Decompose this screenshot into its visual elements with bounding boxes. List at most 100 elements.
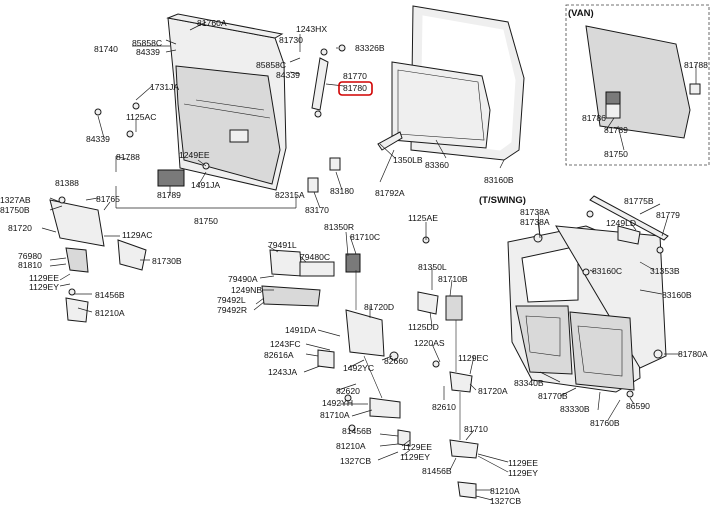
part-label[interactable]: 83326B	[355, 43, 385, 53]
part-label[interactable]: 81770B	[538, 391, 568, 401]
part-label[interactable]: 81760A	[197, 18, 227, 28]
part-label[interactable]: 83360	[425, 160, 449, 170]
part-label[interactable]: 81760B	[590, 418, 620, 428]
part-label[interactable]: 81710	[464, 424, 488, 434]
part-label[interactable]: 81730B	[152, 256, 182, 266]
part-label[interactable]: 81710C	[350, 232, 380, 242]
part-label[interactable]: 1243HX	[296, 24, 327, 34]
part-label[interactable]: 81750B	[0, 205, 30, 215]
part-label[interactable]: 1731JA	[150, 82, 179, 92]
part-label[interactable]: 1249LD	[606, 218, 636, 228]
part-label[interactable]: 84339	[86, 134, 110, 144]
part-label[interactable]: 83330B	[560, 404, 590, 414]
part-label[interactable]: 1129EY	[508, 468, 538, 478]
part-label[interactable]: 81810	[18, 260, 42, 270]
part-label[interactable]: 81765	[96, 194, 120, 204]
part-label[interactable]: 82616A	[264, 350, 294, 360]
part-label[interactable]: 81788	[116, 152, 140, 162]
part-label[interactable]: 1491DA	[285, 325, 316, 335]
part-label[interactable]: 1327CB	[340, 456, 371, 466]
part-label[interactable]: 1249NB	[231, 285, 262, 295]
swing-section-label: (T/SWING)	[479, 195, 526, 206]
part-label[interactable]: 81738A	[520, 207, 550, 217]
part-label[interactable]: 81350L	[418, 262, 447, 272]
part-label[interactable]: 81720D	[364, 302, 394, 312]
part-label[interactable]: 76980	[18, 251, 42, 261]
part-label[interactable]: 81210A	[490, 486, 520, 496]
part-label[interactable]: 31353B	[650, 266, 680, 276]
part-label[interactable]: 83340B	[514, 378, 544, 388]
part-label[interactable]: 1129EY	[29, 282, 59, 292]
part-label[interactable]: 81789	[604, 125, 628, 135]
part-label[interactable]: 81780	[343, 83, 367, 93]
part-label[interactable]: 79492L	[217, 295, 246, 305]
part-label[interactable]: 1491JA	[191, 180, 220, 190]
part-label[interactable]: 79491L	[268, 240, 297, 250]
part-label[interactable]: 81770	[343, 71, 367, 81]
part-label[interactable]: 1492YC	[343, 363, 374, 373]
part-label[interactable]: 79492R	[217, 305, 247, 315]
part-label[interactable]: 81738A	[520, 217, 550, 227]
part-label[interactable]: 81710A	[320, 410, 350, 420]
part-label[interactable]: 81779	[656, 210, 680, 220]
part-label[interactable]: 1125AC	[126, 112, 156, 122]
part-label[interactable]: 1327AB	[0, 195, 31, 205]
part-label[interactable]: 81750	[604, 149, 628, 159]
part-label[interactable]: 81456B	[342, 426, 372, 436]
part-label[interactable]: 1243JA	[268, 367, 297, 377]
part-label[interactable]: 81456B	[422, 466, 452, 476]
van-section-label: (VAN)	[568, 8, 594, 19]
part-label[interactable]: 1129AC	[122, 230, 152, 240]
part-label[interactable]: 1129EE	[402, 442, 432, 452]
part-label[interactable]: 81210A	[336, 441, 366, 451]
part-label[interactable]: 82620	[336, 386, 360, 396]
leader-lines	[41, 21, 697, 501]
part-label[interactable]: 82660	[384, 356, 408, 366]
part-label[interactable]: 86590	[626, 401, 650, 411]
part-number-labels: 81760A 81740 85858C 84339 1243HX 81730 8…	[0, 18, 708, 506]
part-label[interactable]: 84339	[276, 70, 300, 80]
part-label[interactable]: 82315A	[275, 190, 305, 200]
part-label[interactable]: 83160B	[484, 175, 514, 185]
part-label[interactable]: 81710B	[438, 274, 468, 284]
part-label[interactable]: 85858C	[132, 38, 162, 48]
part-label[interactable]: 81792A	[375, 188, 405, 198]
part-label[interactable]: 83160B	[662, 290, 692, 300]
part-label[interactable]: 1129EY	[400, 452, 430, 462]
part-label[interactable]: 79480C	[300, 252, 330, 262]
highlighted-part-marker	[338, 81, 373, 96]
part-label[interactable]: 85858C	[256, 60, 286, 70]
part-label[interactable]: 84339	[136, 47, 160, 57]
part-label[interactable]: 1350LB	[393, 155, 423, 165]
part-label[interactable]: 1129EE	[508, 458, 538, 468]
part-label[interactable]: 82610	[432, 402, 456, 412]
part-label[interactable]: 1125DD	[408, 322, 439, 332]
part-label[interactable]: 81740	[94, 44, 118, 54]
part-label[interactable]: 81350R	[324, 222, 354, 232]
part-label[interactable]: 81750	[194, 216, 218, 226]
part-label[interactable]: 1243FC	[270, 339, 301, 349]
part-label[interactable]: 83160C	[592, 266, 622, 276]
part-label[interactable]: 83180	[330, 186, 354, 196]
part-label[interactable]: 83170	[305, 205, 329, 215]
swing-doors	[507, 195, 669, 398]
part-label[interactable]: 81789	[157, 190, 181, 200]
part-label[interactable]: 1327CB	[490, 496, 521, 506]
part-label[interactable]: 1125AE	[408, 213, 438, 223]
part-label[interactable]: 1129EC	[458, 353, 488, 363]
part-label[interactable]: 1249EE	[179, 150, 210, 160]
part-label[interactable]: 81775B	[624, 196, 654, 206]
part-label[interactable]: 81730	[279, 35, 303, 45]
part-label[interactable]: 79490A	[228, 274, 258, 284]
part-label[interactable]: 81786	[582, 113, 606, 123]
part-label[interactable]: 81788	[684, 60, 708, 70]
part-label[interactable]: 81210A	[95, 308, 125, 318]
part-label[interactable]: 81780A	[678, 349, 708, 359]
part-label[interactable]: 1220AS	[414, 338, 445, 348]
part-label[interactable]: 1129EE	[29, 273, 59, 283]
part-label[interactable]: 81456B	[95, 290, 125, 300]
part-label[interactable]: 81388	[55, 178, 79, 188]
part-label[interactable]: 81720	[8, 223, 32, 233]
part-label[interactable]: 1492YH	[322, 398, 353, 408]
part-label[interactable]: 81720A	[478, 386, 508, 396]
